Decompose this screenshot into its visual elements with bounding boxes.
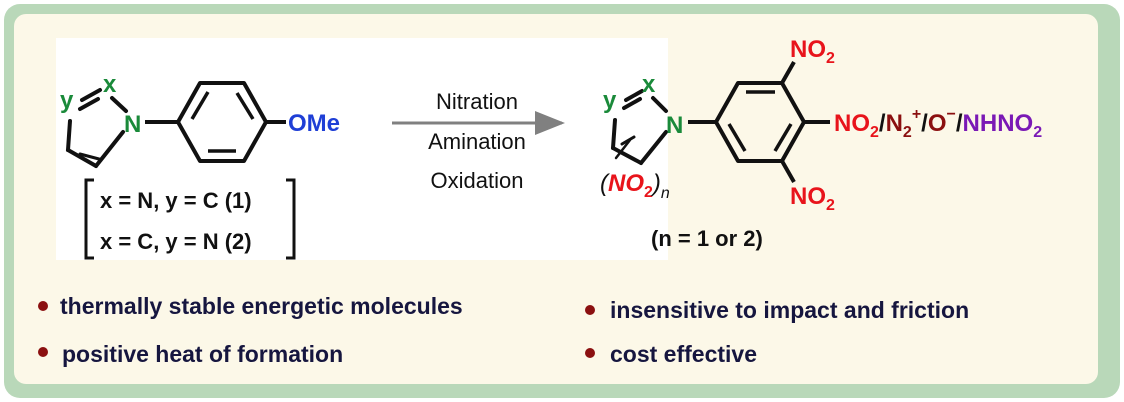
reagent-amination: Amination	[428, 129, 526, 154]
product-y-label: y	[603, 87, 617, 114]
para-diazonium: N	[886, 110, 903, 137]
para-nitramine: NHNO	[963, 110, 1034, 137]
bullet-icon	[585, 348, 595, 358]
product-phenyl-ring	[688, 61, 830, 183]
feature-item: insensitive to impact and friction	[610, 297, 969, 323]
reactant-x-label: x	[103, 71, 117, 98]
product-n-note: (n = 1 or 2)	[651, 226, 763, 251]
scheme-background	[56, 38, 668, 260]
ring-nitro-n: n	[661, 185, 670, 202]
reactant-ome: OMe	[288, 110, 340, 137]
feature-item: thermally stable energetic molecules	[60, 293, 463, 319]
para-diazonium-sub: 2	[903, 124, 912, 141]
para-oxide: O	[928, 110, 947, 137]
ring-nitro-close-paren: )	[650, 170, 661, 197]
product-ring-nitro: (NO2)n	[600, 170, 670, 202]
para-sep-2: /	[921, 110, 928, 137]
ring-nitro-group: NO	[608, 170, 644, 197]
reactant-phenyl-ring	[145, 81, 286, 163]
para-sep-3: /	[956, 110, 963, 137]
product-top-nitro: NO2	[790, 36, 835, 67]
feature-list: thermally stable energetic molecules ins…	[38, 293, 969, 367]
bullet-icon	[585, 305, 595, 315]
para-nitro: NO	[834, 110, 870, 137]
para-oxide-sup: −	[947, 106, 956, 123]
bottom-nitro-group: NO	[790, 183, 826, 210]
bottom-nitro-subscript: 2	[826, 197, 835, 214]
product-para-substituents: NO2/N2+/O−/NHNO2	[834, 106, 1042, 141]
reagent-oxidation: Oxidation	[431, 168, 524, 193]
product-x-label: x	[642, 71, 656, 98]
product-azole-ring	[611, 89, 668, 165]
para-diazonium-sup: +	[912, 106, 921, 123]
reactant-azole-ring	[66, 88, 128, 168]
bullet-icon	[38, 301, 48, 311]
bullet-icon	[38, 347, 48, 357]
feature-item: cost effective	[610, 341, 757, 367]
para-nitro-sub: 2	[870, 124, 879, 141]
condition-line-1: x = N, y = C (1)	[100, 188, 252, 213]
top-nitro-group: NO	[790, 36, 826, 63]
para-sep-1: /	[879, 110, 886, 137]
top-nitro-subscript: 2	[826, 50, 835, 67]
reactant-y-label: y	[60, 87, 74, 114]
conditions-bracket	[84, 178, 296, 260]
product-n1-label: N	[666, 112, 683, 139]
ring-nitro-open-paren: (	[600, 170, 611, 197]
ring-nitro-subscript: 2	[644, 184, 653, 201]
condition-line-2: x = C, y = N (2)	[100, 229, 252, 254]
reagent-nitration: Nitration	[436, 89, 518, 114]
para-nitramine-sub: 2	[1033, 124, 1042, 141]
product-bottom-nitro: NO2	[790, 183, 835, 214]
feature-item: positive heat of formation	[62, 341, 343, 367]
reactant-n1-label: N	[124, 111, 141, 138]
